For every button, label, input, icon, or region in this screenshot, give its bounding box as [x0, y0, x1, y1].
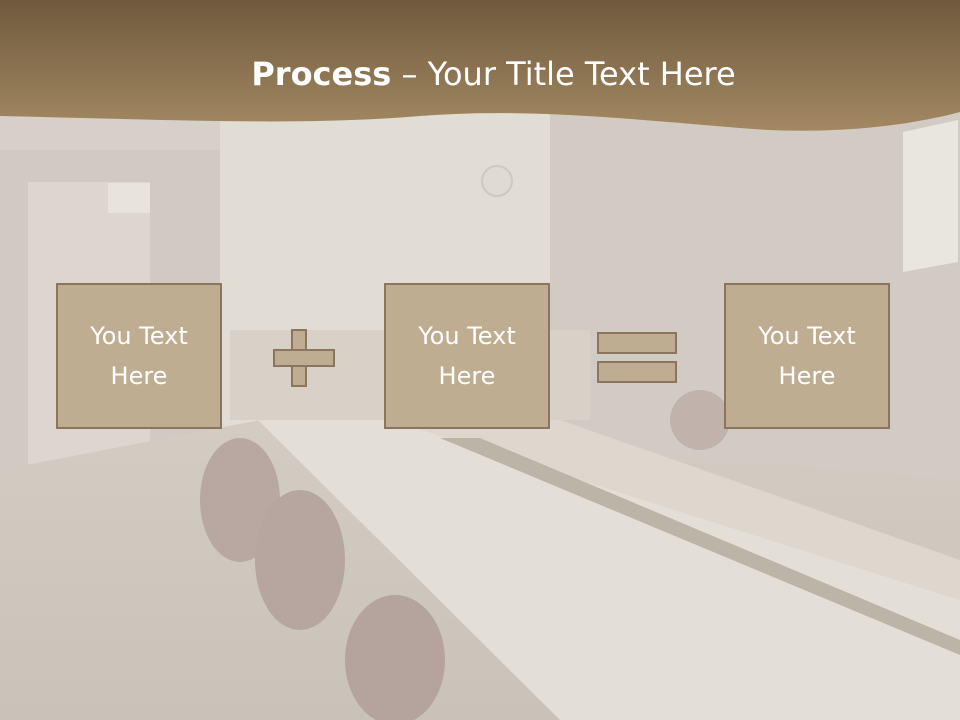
text-box-3[interactable]: You Text Here: [724, 283, 890, 429]
text-box-2[interactable]: You Text Here: [384, 283, 550, 429]
text-box-2-label: You Text Here: [418, 322, 516, 390]
title-rest: – Your Title Text Here: [391, 55, 736, 93]
text-box-3-label: You Text Here: [758, 322, 856, 390]
text-box-1[interactable]: You Text Here: [56, 283, 222, 429]
slide-title: Process – Your Title Text Here: [0, 52, 960, 96]
text-box-1-label: You Text Here: [90, 322, 188, 390]
title-bold: Process: [251, 55, 392, 93]
